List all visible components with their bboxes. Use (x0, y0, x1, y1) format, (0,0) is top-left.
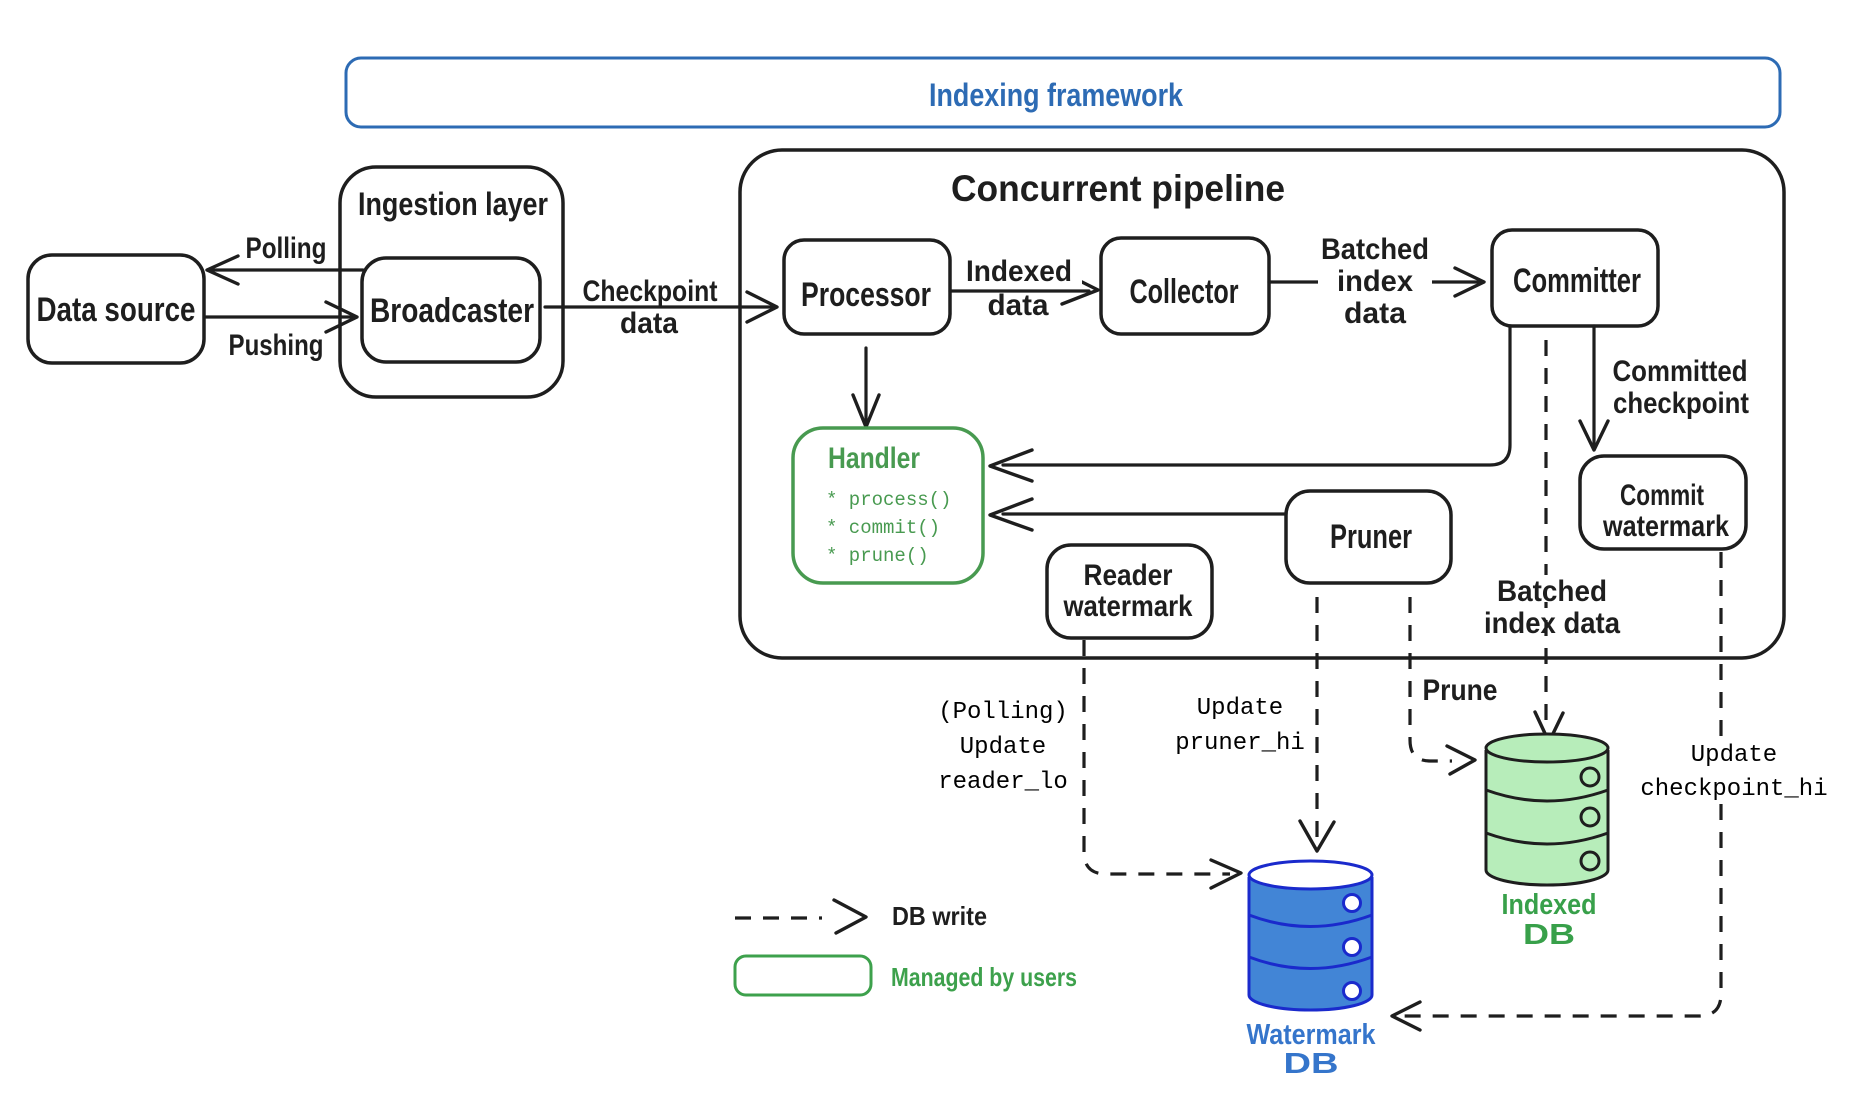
svg-text:Managed by users: Managed by users (891, 962, 1077, 992)
svg-text:index: index (1337, 265, 1413, 298)
svg-text:Collector: Collector (1130, 273, 1239, 311)
svg-text:Batched: Batched (1497, 575, 1607, 608)
svg-text:(Polling): (Polling) (938, 699, 1068, 726)
svg-text:Processor: Processor (801, 276, 931, 314)
svg-text:Handler: Handler (828, 442, 920, 475)
svg-text:data: data (988, 289, 1049, 322)
svg-text:Data source: Data source (37, 291, 196, 329)
svg-text:index data: index data (1484, 607, 1620, 640)
svg-text:Polling: Polling (246, 232, 327, 265)
svg-text:Prune: Prune (1423, 674, 1498, 707)
svg-text:Committer: Committer (1513, 262, 1641, 300)
svg-text:* commit(): * commit() (826, 517, 940, 539)
svg-text:pruner_hi: pruner_hi (1175, 730, 1305, 757)
svg-text:Pushing: Pushing (229, 329, 324, 362)
svg-text:Reader: Reader (1084, 559, 1173, 592)
svg-text:Indexed: Indexed (966, 255, 1072, 288)
svg-text:watermark: watermark (1602, 510, 1729, 543)
svg-text:* process(): * process() (826, 489, 951, 511)
svg-text:Watermark: Watermark (1247, 1019, 1377, 1051)
svg-text:Concurrent pipeline: Concurrent pipeline (951, 168, 1285, 209)
svg-text:Indexed: Indexed (1502, 889, 1597, 921)
svg-text:Pruner: Pruner (1330, 518, 1412, 556)
svg-text:reader_lo: reader_lo (938, 769, 1068, 796)
svg-text:* prune(): * prune() (826, 545, 929, 567)
svg-text:Update: Update (960, 734, 1046, 761)
svg-text:data: data (1344, 297, 1406, 330)
svg-text:Indexing framework: Indexing framework (929, 77, 1183, 113)
svg-text:DB write: DB write (892, 901, 987, 931)
svg-text:Batched: Batched (1321, 233, 1429, 266)
svg-text:Checkpoint: Checkpoint (583, 275, 718, 308)
svg-text:Commit: Commit (1620, 479, 1704, 512)
svg-text:data: data (620, 307, 678, 340)
svg-text:Committed: Committed (1613, 355, 1748, 388)
svg-text:Update: Update (1197, 695, 1283, 722)
svg-text:Ingestion layer: Ingestion layer (358, 186, 548, 222)
svg-text:checkpoint_hi: checkpoint_hi (1640, 776, 1827, 803)
svg-text:DB: DB (1523, 919, 1575, 951)
svg-text:watermark: watermark (1063, 590, 1193, 623)
svg-text:Update: Update (1691, 742, 1777, 769)
svg-text:DB: DB (1284, 1048, 1339, 1080)
svg-text:checkpoint: checkpoint (1613, 387, 1749, 420)
svg-text:Broadcaster: Broadcaster (370, 292, 534, 330)
